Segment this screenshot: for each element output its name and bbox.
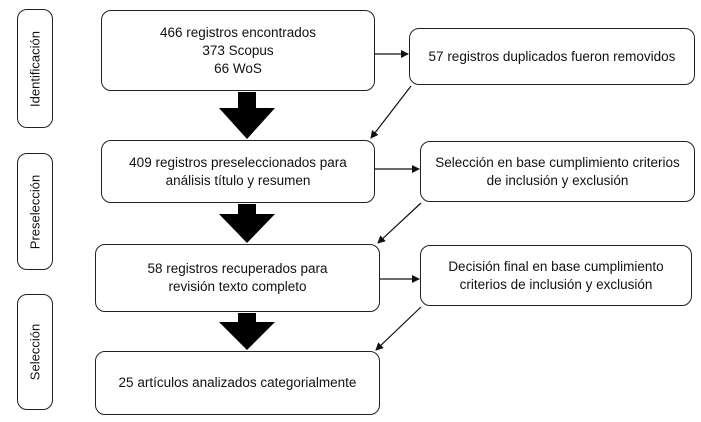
stage-seleccion: Selección	[17, 294, 53, 410]
records-preselected-line-2: análisis título y resumen	[165, 172, 311, 188]
stage-identificacion: Identificación	[17, 9, 53, 128]
records-recovered-line-1: 58 registros recuperados para	[147, 261, 328, 276]
box-final-decision: Decisión final en base cumplimiento crit…	[420, 245, 692, 306]
records-found-total: 466 registros encontrados	[159, 24, 317, 40]
box-records-recovered: 58 registros recuperados para revisión t…	[95, 244, 380, 312]
final-decision-line-1: Decisión final en base cumplimiento	[448, 258, 664, 274]
records-found-wos: 66 WoS	[214, 60, 262, 76]
connector-final-to-analyzed	[375, 306, 422, 351]
criteria-selection-line-2: de inclusión y exclusión	[486, 172, 629, 188]
final-decision-line-2: criterios de inclusión y exclusión	[459, 276, 653, 292]
stage-label-seleccion: Selección	[27, 323, 43, 381]
records-recovered-line-2: revisión texto completo	[168, 279, 307, 294]
stage-label-identificacion: Identificación	[27, 30, 43, 107]
box-duplicates-removed: 57 registros duplicados fueron removidos	[409, 28, 695, 85]
duplicates-removed-line: 57 registros duplicados fueron removidos	[428, 48, 676, 64]
block-arrow-1-icon	[219, 92, 275, 139]
block-arrow-2-icon	[219, 204, 275, 243]
connector-criteria-to-recovered	[377, 202, 422, 244]
articles-analyzed-line: 25 artículos analizados categorialmente	[118, 375, 357, 390]
box-records-found: 466 registros encontrados 373 Scopus 66 …	[101, 10, 375, 91]
block-arrow-3-icon	[219, 313, 275, 350]
records-found-scopus: 373 Scopus	[202, 42, 274, 58]
connector-duplicates-to-preselected	[370, 85, 412, 139]
box-articles-analyzed: 25 artículos analizados categorialmente	[95, 351, 380, 415]
criteria-selection-line-1: Selección en base cumplimiento criterios	[435, 154, 680, 170]
box-criteria-selection: Selección en base cumplimiento criterios…	[420, 141, 695, 202]
box-records-preselected: 409 registros preseleccionados para anál…	[101, 140, 375, 203]
stage-label-preseleccion: Preselección	[27, 174, 43, 249]
records-preselected-line-1: 409 registros preseleccionados para	[129, 154, 347, 170]
stage-preseleccion: Preselección	[17, 153, 53, 270]
